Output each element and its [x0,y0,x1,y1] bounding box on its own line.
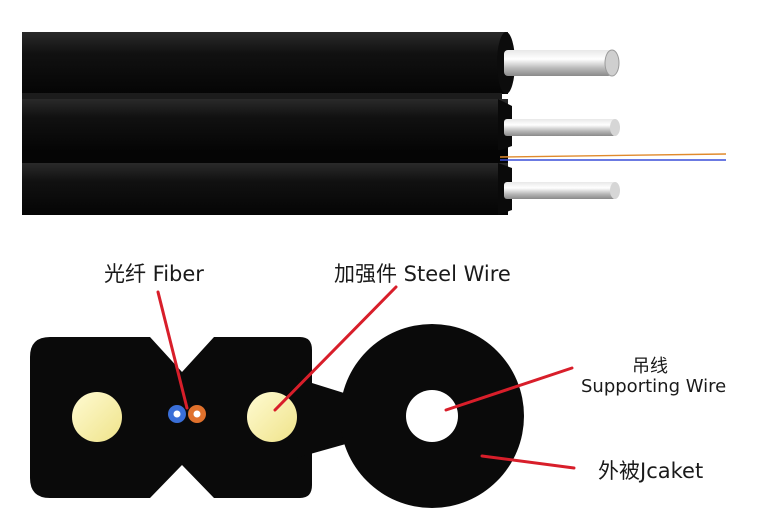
jacket-leader [480,454,576,470]
fiber-strand-orange [499,153,727,158]
fiber-label: 光纤 Fiber [104,262,204,286]
drop-body-lower [22,163,508,215]
cable-cross-section [30,324,524,508]
supporting-wire-label-cn: 吊线 [632,356,668,377]
steel-wire-protrusion-upper [504,119,616,136]
jacket-label: 外被Jcaket [598,459,704,483]
drop-body-upper [22,99,508,151]
fiber-leader [156,290,189,410]
supporting-wire-label-en: Supporting Wire [581,376,727,397]
leader-lines [156,285,576,470]
top-messenger-body [22,32,508,94]
steel-wire-right [247,392,297,442]
steel-wire-label: 加强件 Steel Wire [334,262,511,286]
supporting-wire-protrusion [504,50,612,76]
cable-side-view [22,32,727,215]
steel-wire-protrusion-lower [504,182,616,199]
steel-wire-leader [273,285,398,412]
steel-wire-left [72,392,122,442]
supporting-wire-core [406,390,458,442]
supporting-wire-leader [444,366,574,412]
